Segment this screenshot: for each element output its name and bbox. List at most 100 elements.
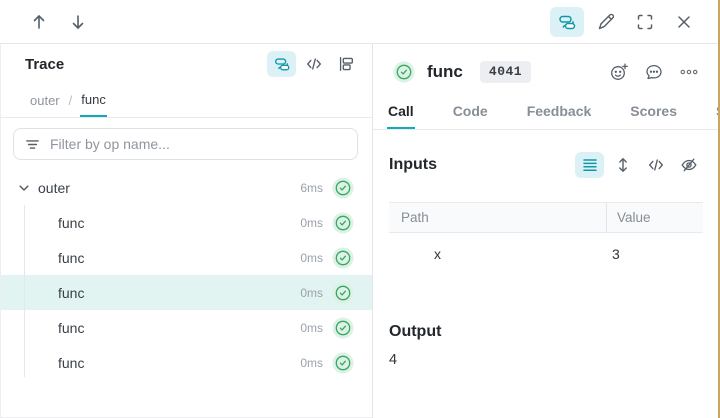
tree-row-label: func xyxy=(58,249,85,266)
code-brackets-icon xyxy=(647,156,665,174)
tab-feedback[interactable]: Feedback xyxy=(526,102,592,119)
inputs-view-controls xyxy=(575,152,703,178)
call-detail-panel: func 4041 xyxy=(373,44,720,418)
success-check-icon xyxy=(332,317,354,339)
call-tabs: Call Code Feedback Scores S xyxy=(373,94,720,130)
success-check-icon xyxy=(332,282,354,304)
inputs-table-row[interactable]: x 3 xyxy=(389,233,703,275)
tree-row-func[interactable]: func 0ms xyxy=(1,310,372,345)
pencil-icon xyxy=(596,12,616,32)
tree-row-label: func xyxy=(58,319,85,336)
tree-indent-guide xyxy=(24,205,25,377)
success-check-icon xyxy=(393,61,415,83)
success-check-icon xyxy=(332,177,354,199)
code-view-button[interactable] xyxy=(299,51,328,77)
call-id-badge: 4041 xyxy=(479,61,532,83)
trace-panel-header: Trace xyxy=(1,44,372,84)
trace-view-toggle-group xyxy=(267,51,360,77)
overflow-dots-icon xyxy=(679,62,699,82)
top-toolbar xyxy=(0,0,720,44)
json-view-button[interactable] xyxy=(641,152,670,178)
code-brackets-icon xyxy=(305,55,323,73)
tree-row-duration: 0ms xyxy=(300,285,323,300)
tree-row-outer[interactable]: outer 6ms xyxy=(1,170,372,205)
call-actions-group xyxy=(604,59,703,85)
value-column-header: Value xyxy=(606,203,703,232)
tab-code[interactable]: Code xyxy=(452,102,488,119)
nav-arrow-group xyxy=(22,7,95,37)
stacked-trace-icon xyxy=(273,55,291,73)
arrow-up-icon xyxy=(29,12,49,32)
vertical-expand-icon xyxy=(614,156,632,174)
op-filter-input[interactable] xyxy=(50,136,347,152)
tab-scores[interactable]: Scores xyxy=(630,102,677,119)
input-value-cell: 3 xyxy=(612,246,620,262)
feedback-edit-button[interactable] xyxy=(589,7,623,37)
table-view-button[interactable] xyxy=(575,152,604,178)
call-title: func xyxy=(427,62,463,81)
inputs-section-header: Inputs xyxy=(389,150,703,180)
trace-panel: Trace xyxy=(0,44,373,418)
list-lines-icon xyxy=(581,156,599,174)
breadcrumb: outer / func xyxy=(1,84,372,118)
tree-row-label: outer xyxy=(38,179,70,196)
flamegraph-view-button[interactable] xyxy=(331,51,360,77)
call-header: func 4041 xyxy=(373,44,720,94)
breadcrumb-item-func[interactable]: func xyxy=(80,84,107,117)
success-check-icon xyxy=(332,212,354,234)
op-filter-box[interactable] xyxy=(13,128,358,160)
comment-bubble-icon xyxy=(644,62,664,82)
view-controls-group xyxy=(550,6,701,37)
down-arrow-button[interactable] xyxy=(61,7,95,37)
breadcrumb-item-outer[interactable]: outer xyxy=(30,93,60,108)
filter-row xyxy=(1,118,372,170)
window-edge-strip xyxy=(718,0,720,418)
tree-row-func-selected[interactable]: func 0ms xyxy=(1,275,372,310)
output-value: 4 xyxy=(389,352,398,368)
call-content: Inputs xyxy=(373,130,720,368)
close-panel-button[interactable] xyxy=(667,7,701,37)
tree-row-func[interactable]: func 0ms xyxy=(1,345,372,380)
trace-view-button[interactable] xyxy=(550,6,584,37)
success-check-icon xyxy=(332,352,354,374)
output-heading: Output xyxy=(389,323,442,340)
tree-row-duration: 6ms xyxy=(300,180,323,195)
flamegraph-icon xyxy=(337,55,355,73)
inputs-heading: Inputs xyxy=(389,156,437,173)
hide-values-button[interactable] xyxy=(674,152,703,178)
tab-call[interactable]: Call xyxy=(387,94,415,129)
filter-lines-icon xyxy=(24,136,41,153)
more-menu-button[interactable] xyxy=(674,59,703,85)
tree-row-label: func xyxy=(58,354,85,371)
tree-row-func[interactable]: func 0ms xyxy=(1,205,372,240)
tree-row-duration: 0ms xyxy=(300,250,323,265)
tab-summary-truncated[interactable]: S xyxy=(715,94,720,129)
tree-row-label: func xyxy=(58,214,85,231)
inputs-table-header: Path Value xyxy=(389,202,703,233)
eye-off-icon xyxy=(680,156,698,174)
stacked-trace-icon xyxy=(557,12,577,32)
input-path-cell: x xyxy=(434,246,441,262)
tree-row-duration: 0ms xyxy=(300,320,323,335)
add-reaction-button[interactable] xyxy=(604,59,633,85)
expand-rows-button[interactable] xyxy=(608,152,637,178)
up-arrow-button[interactable] xyxy=(22,7,56,37)
breadcrumb-separator: / xyxy=(68,93,73,108)
smiley-plus-icon xyxy=(609,62,629,82)
tree-view-button[interactable] xyxy=(267,51,296,77)
tree-row-label: func xyxy=(58,284,85,301)
trace-panel-title: Trace xyxy=(25,55,65,73)
output-section: Output 4 xyxy=(389,323,703,368)
fullscreen-button[interactable] xyxy=(628,7,662,37)
close-icon xyxy=(674,12,694,32)
inputs-table: Path Value x 3 xyxy=(389,202,703,275)
trace-tree: outer 6ms func 0ms xyxy=(1,170,372,380)
arrow-down-icon xyxy=(68,12,88,32)
main-split: Trace xyxy=(0,44,720,418)
success-check-icon xyxy=(332,247,354,269)
chevron-down-icon[interactable] xyxy=(17,181,31,195)
expand-icon xyxy=(635,12,655,32)
tree-row-func[interactable]: func 0ms xyxy=(1,240,372,275)
comment-button[interactable] xyxy=(639,59,668,85)
tree-row-duration: 0ms xyxy=(300,215,323,230)
